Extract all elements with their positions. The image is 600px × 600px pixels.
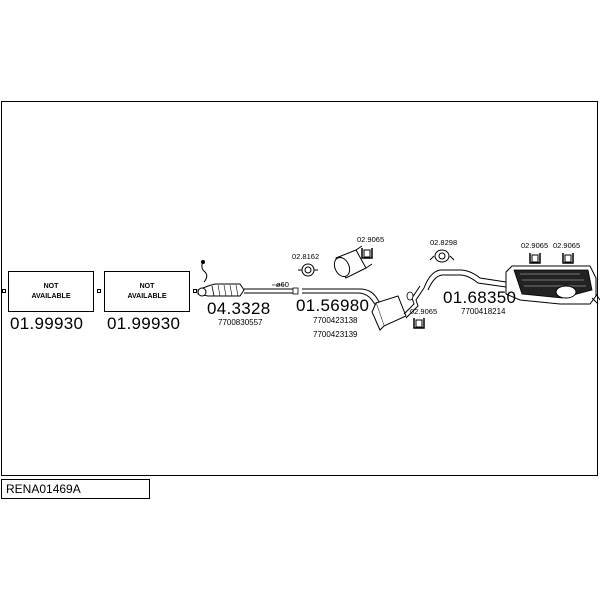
vehicle-code-box: RENA01469A	[1, 479, 150, 499]
sensor-wire	[201, 261, 208, 283]
hanger-rear-1-icon	[529, 253, 541, 264]
connector-marker	[193, 289, 197, 293]
connector-marker	[2, 289, 6, 293]
part-number-rear-silencer: 01.68350	[443, 288, 517, 307]
fitting-label-hanger-rear-2: 02.9065	[553, 241, 581, 250]
not-available-box-2: NOT AVAILABLE	[104, 271, 190, 312]
rear-silencer	[505, 265, 600, 305]
hanger-rear-2-icon	[562, 253, 574, 264]
catalyst	[197, 283, 245, 297]
fitting-label-clamp-front: 02.8162	[292, 252, 320, 261]
fitting-label-hanger-lower: 02.9065	[410, 307, 438, 316]
spare-silencer	[333, 245, 373, 279]
not-available-line2: AVAILABLE	[31, 292, 71, 300]
oem-ref-middle-silencer-2: 7700423139	[313, 330, 358, 339]
part-number-middle-silencer: 01.56980	[296, 296, 370, 315]
part-number-slot1: 01.99930	[10, 314, 84, 333]
middle-silencer	[371, 285, 425, 331]
part-number-front-pipe: 04.3328	[207, 299, 271, 318]
oem-ref-rear-silencer: 7700418214	[461, 307, 506, 316]
hanger-mid-icon	[361, 248, 373, 259]
clamp-front-icon	[298, 263, 318, 277]
vehicle-code: RENA01469A	[6, 482, 81, 496]
clamp-rear-icon	[429, 249, 455, 263]
diameter-label: ø60	[276, 280, 289, 289]
fitting-label-hanger-mid: 02.9065	[357, 235, 385, 244]
diagram-frame	[1, 101, 598, 476]
middle-pipe	[302, 288, 383, 309]
fitting-label-hanger-rear-1: 02.9065	[521, 241, 549, 250]
rear-pipe	[423, 269, 507, 291]
sensor-tip	[201, 260, 205, 264]
hanger-lower-icon	[413, 318, 425, 329]
oem-ref-front-pipe: 7700830557	[218, 318, 263, 327]
not-available-line1: NOT	[43, 282, 59, 290]
connector-marker	[97, 289, 101, 293]
front-pipe	[244, 284, 299, 295]
not-available-line1: NOT	[139, 282, 155, 290]
oem-ref-middle-silencer-1: 7700423138	[313, 316, 358, 325]
fitting-label-clamp-rear: 02.8298	[430, 238, 458, 247]
part-number-slot2: 01.99930	[107, 314, 181, 333]
not-available-line2: AVAILABLE	[127, 292, 167, 300]
not-available-box-1: NOT AVAILABLE	[8, 271, 94, 312]
